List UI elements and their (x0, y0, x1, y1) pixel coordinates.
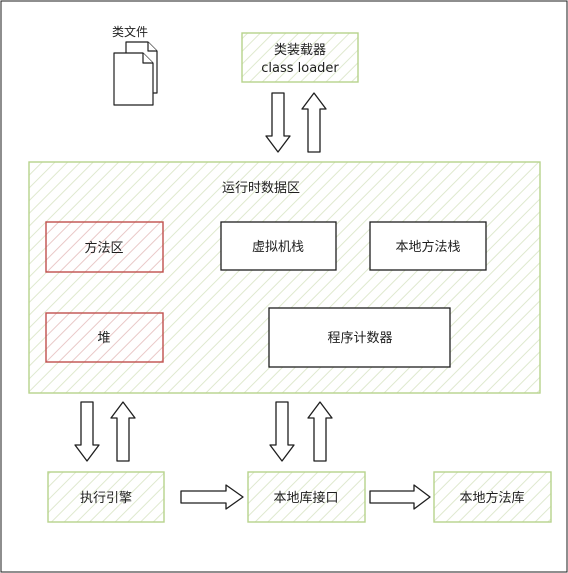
native-method-stack-node: 本地方法栈 (369, 221, 487, 271)
arrow-up-interface-icon (307, 401, 333, 462)
arrow-down-loader-icon (265, 92, 291, 153)
program-counter-label: 程序计数器 (327, 331, 392, 346)
heap-label: 堆 (97, 331, 110, 346)
class-files-group: 类文件 (112, 24, 158, 106)
arrow-right-interface-library-icon (369, 484, 431, 510)
native-library-label: 本地方法库 (459, 490, 524, 506)
arrow-down-engine-icon (74, 401, 100, 462)
native-library-node: 本地方法库 (433, 471, 552, 523)
method-area-label: 方法区 (84, 240, 123, 256)
vm-stack-node: 虚拟机栈 (220, 221, 337, 271)
execution-engine-label: 执行引擎 (80, 491, 132, 506)
document-stack-icon (113, 41, 158, 106)
class-loader-cn-label: 类装载器 (274, 43, 326, 58)
class-files-label: 类文件 (112, 24, 148, 39)
class-loader-en-label: class loader (261, 61, 339, 76)
heap-node: 堆 (45, 312, 164, 363)
runtime-data-area-label: 运行时数据区 (222, 181, 300, 196)
native-interface-node: 本地库接口 (247, 471, 366, 523)
arrow-down-interface-icon (269, 401, 295, 462)
program-counter-node: 程序计数器 (268, 307, 451, 368)
arrow-up-engine-icon (110, 401, 136, 462)
arrow-up-loader-icon (301, 92, 327, 153)
vm-stack-label: 虚拟机栈 (252, 240, 304, 255)
class-loader-node: 类装载器 class loader (241, 32, 359, 83)
method-area-node: 方法区 (45, 221, 164, 273)
native-method-stack-label: 本地方法栈 (395, 239, 460, 255)
arrow-right-engine-interface-icon (180, 484, 244, 510)
execution-engine-node: 执行引擎 (47, 471, 165, 523)
native-interface-label: 本地库接口 (273, 490, 338, 506)
